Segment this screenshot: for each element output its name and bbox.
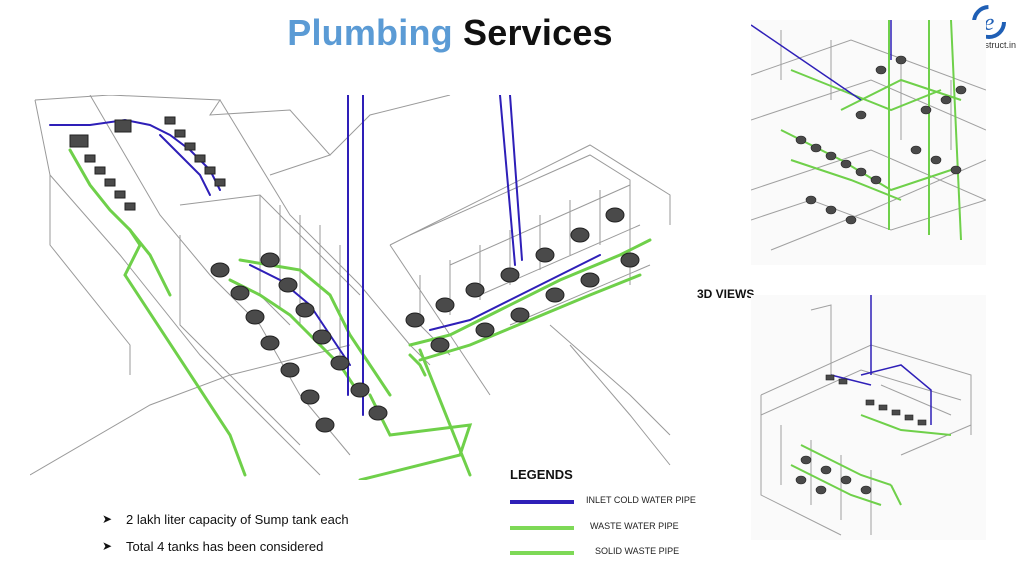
logo-text: e-construct.in — [961, 40, 1017, 50]
inlet-cold-water-pipes — [49, 95, 601, 416]
bottom-right-3d-view — [751, 295, 986, 540]
legends-title: LEGENDS — [510, 467, 573, 482]
waste-water-pipes — [68, 148, 652, 480]
note-item: ➤ 2 lakh liter capacity of Sump tank eac… — [100, 512, 349, 539]
bullet-arrow-icon: ➤ — [102, 539, 113, 553]
main-3d-plumbing-view — [30, 95, 671, 480]
legend-label: SOLID WASTE PIPE — [595, 546, 680, 556]
legend-swatch-solid — [510, 551, 574, 555]
title-word-services: Services — [463, 12, 613, 53]
note-text: Total 4 tanks has been considered — [126, 539, 324, 554]
notes-list: ➤ 2 lakh liter capacity of Sump tank eac… — [100, 512, 349, 566]
page-title: Plumbing Services — [0, 12, 900, 54]
legend-label: INLET COLD WATER PIPE — [586, 495, 696, 505]
note-item: ➤ Total 4 tanks has been considered — [100, 539, 349, 566]
svg-text:e: e — [984, 10, 995, 36]
legend-swatch-inlet — [510, 500, 574, 504]
top-right-3d-view — [751, 20, 986, 265]
title-word-plumbing: Plumbing — [287, 12, 453, 53]
views-label: 3D VIEWS — [697, 287, 755, 301]
bullet-arrow-icon: ➤ — [102, 512, 113, 526]
building-outline — [30, 95, 671, 476]
legend-swatch-waste — [510, 526, 574, 530]
toilet-fixtures — [69, 116, 640, 433]
note-text: 2 lakh liter capacity of Sump tank each — [126, 512, 349, 527]
legend-label: WASTE WATER PIPE — [590, 521, 679, 531]
